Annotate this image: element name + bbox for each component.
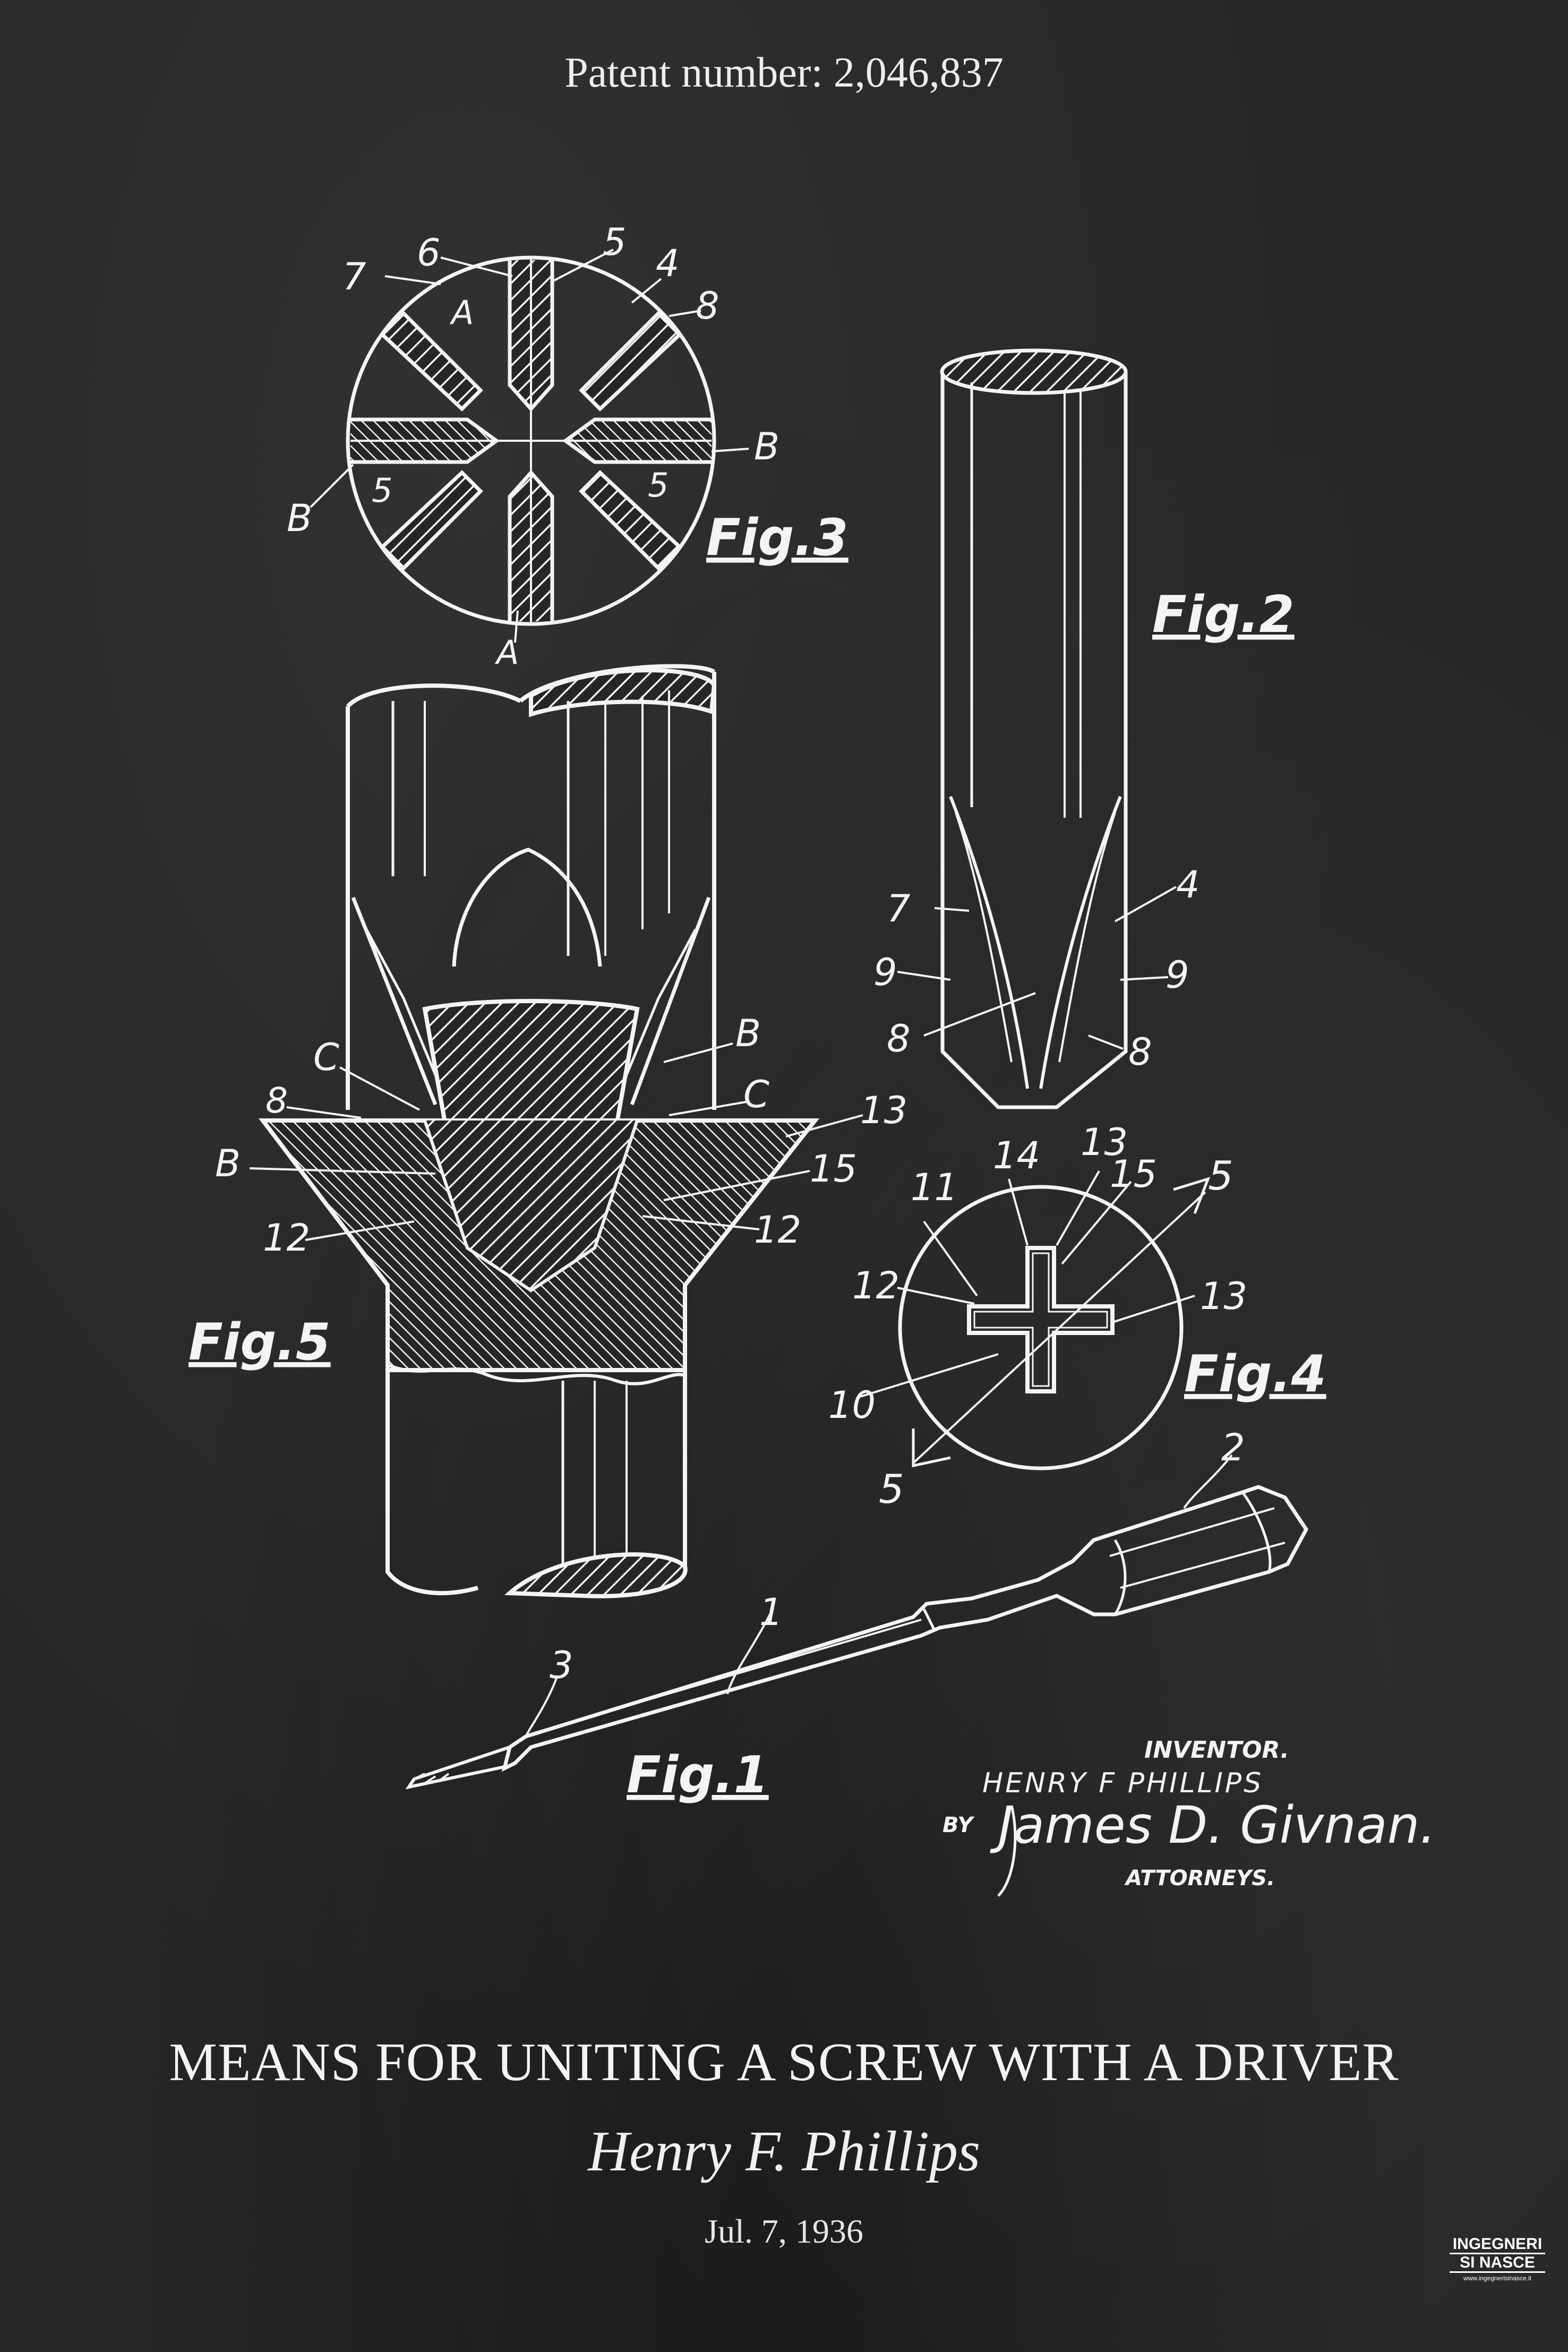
logo-url: www.ingegnerisinasce.it xyxy=(1463,2274,1532,2282)
fig4-label-10: 10 xyxy=(828,1383,876,1427)
inventor-author: Henry F. Phillips xyxy=(588,2120,980,2183)
patent-title: MEANS FOR UNITING A SCREW WITH A DRIVER xyxy=(169,2032,1399,2092)
fig3-label-5-right: 5 xyxy=(648,466,669,504)
fig4-label-15: 15 xyxy=(1110,1152,1157,1196)
fig5-label-12-left: 12 xyxy=(263,1216,310,1260)
fig3-label-8: 8 xyxy=(696,284,719,328)
fig5-label-13: 13 xyxy=(860,1089,907,1132)
fig2-labels: 7 4 9 9 8 8 Fig.2 xyxy=(873,586,1295,1074)
fig2-label-8-right: 8 xyxy=(1128,1030,1152,1074)
fig3-wedge-tl xyxy=(379,311,483,412)
fig2-drawing xyxy=(897,348,1177,1109)
fig4-label-5-top: 5 xyxy=(1208,1152,1233,1199)
fig5-label-12-right: 12 xyxy=(754,1208,801,1252)
fig5-top-cut xyxy=(529,668,717,717)
fig3-label-6: 6 xyxy=(417,231,441,275)
inventor-name: HENRY F PHILLIPS xyxy=(982,1767,1263,1799)
signature-block: INVENTOR. HENRY F PHILLIPS BY James D. G… xyxy=(942,1737,1436,1897)
fig4-label-5-bottom: 5 xyxy=(879,1466,904,1512)
fig4-head-circle xyxy=(898,1185,1184,1470)
fig1-label-2: 2 xyxy=(1221,1426,1245,1469)
by-label: BY xyxy=(942,1813,975,1837)
fig1-title: Fig.1 xyxy=(627,1746,769,1804)
fig3-wedge-tr xyxy=(579,311,683,412)
fig2-title: Fig.2 xyxy=(1152,586,1295,644)
fig2-shaft-outline xyxy=(940,372,1128,1109)
fig5-bottom-cut xyxy=(504,1552,688,1598)
fig5-label-15: 15 xyxy=(810,1147,857,1191)
fig3-label-a-bottom: A xyxy=(494,633,519,672)
fig3-label-4: 4 xyxy=(656,242,680,285)
fig5-label-c-left: C xyxy=(313,1036,339,1079)
fig3-wedge-bl xyxy=(379,470,483,571)
fig4-label-11: 11 xyxy=(911,1166,958,1209)
fig3-label-b-right: B xyxy=(754,425,779,468)
attorney-signature: James D. Givnan. xyxy=(990,1795,1436,1855)
fig4-drawing xyxy=(860,1170,1211,1470)
fig1-drawing xyxy=(405,1454,1309,1790)
patent-date: Jul. 7, 1936 xyxy=(705,2212,863,2250)
fig3-label-5: 5 xyxy=(603,220,627,264)
fig4-label-13-top: 13 xyxy=(1081,1121,1128,1164)
fig2-label-4: 4 xyxy=(1176,863,1200,906)
fig2-label-7: 7 xyxy=(887,887,911,930)
fig5-label-b-right: B xyxy=(735,1012,761,1055)
fig2-label-9-right: 9 xyxy=(1166,953,1189,997)
fig4-title: Fig.4 xyxy=(1184,1345,1326,1404)
fig4-label-12: 12 xyxy=(852,1264,899,1307)
fig3-label-7: 7 xyxy=(342,255,366,298)
fig3-label-5-left: 5 xyxy=(372,471,392,510)
fig2-label-8-left: 8 xyxy=(887,1017,911,1060)
fig3-title: Fig.3 xyxy=(706,509,849,567)
ingegneri-si-nasce-logo: INGEGNERI SI NASCE www.ingegnerisinasce.… xyxy=(1450,2236,1545,2294)
logo-line-2: SI NASCE xyxy=(1450,2253,1545,2273)
fig2-label-9-left: 9 xyxy=(873,951,897,994)
fig3-label-b-left: B xyxy=(287,497,312,540)
fig1-labels: 1 2 3 Fig.1 xyxy=(550,1426,1245,1804)
fig3-label-a-top: A xyxy=(449,293,474,332)
fig3-wedge-br xyxy=(579,470,683,571)
fig4-label-13-right: 13 xyxy=(1200,1275,1247,1318)
fig5-label-8: 8 xyxy=(265,1080,288,1121)
fig5-drawing xyxy=(249,664,863,1598)
fig4-label-14: 14 xyxy=(993,1134,1040,1177)
fig5-label-b-left: B xyxy=(215,1142,241,1185)
inventor-label: INVENTOR. xyxy=(1144,1737,1289,1764)
patent-number: Patent number: 2,046,837 xyxy=(564,49,1004,96)
fig5-label-c-right: C xyxy=(743,1073,769,1116)
fig5-labels: C 8 B 12 B C 13 15 12 Fig.5 xyxy=(188,1012,907,1372)
fig2-top-section xyxy=(940,348,1128,395)
fig3-drawing xyxy=(310,249,749,643)
attorneys-label: ATTORNEYS. xyxy=(1124,1866,1275,1891)
fig5-title: Fig.5 xyxy=(188,1313,331,1372)
fig4-cross-recess xyxy=(967,1246,1115,1393)
fig1-driver-outline xyxy=(501,1485,1309,1772)
fig1-label-1: 1 xyxy=(759,1590,783,1634)
logo-line-1: INGEGNERI xyxy=(1452,2235,1543,2253)
fig4-labels: 11 14 13 15 5 12 13 10 5 Fig.4 xyxy=(828,1121,1326,1512)
fig3-labels: 7 6 5 4 8 A B B 5 5 A Fig.3 xyxy=(287,220,849,672)
fig1-label-3: 3 xyxy=(550,1644,573,1687)
